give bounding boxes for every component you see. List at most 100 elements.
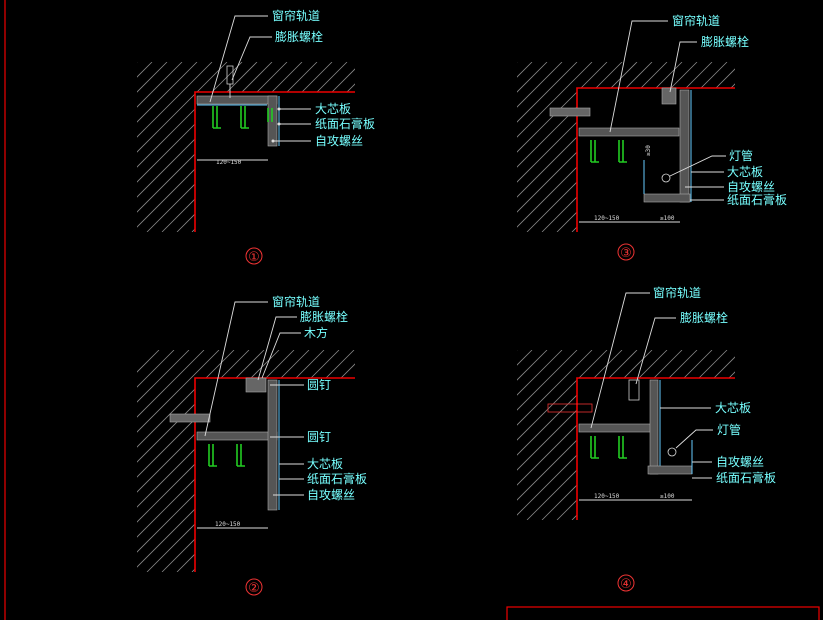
wall-block-3 (549, 107, 591, 117)
curtain-rail-1 (212, 106, 273, 129)
hatch-line (0, 62, 107, 232)
detail-number-circle-1 (245, 247, 263, 265)
expansion-bolt-4 (628, 379, 640, 401)
bottom-board-3 (643, 193, 691, 203)
label-expansion-bolt-2: 膨胀螺栓 (300, 309, 348, 324)
hatch-line (332, 350, 502, 520)
hatch-line (517, 350, 548, 520)
hatch-line (357, 62, 527, 232)
expansion-bolt-3 (661, 87, 677, 105)
label-expansion-bolt-1: 膨胀螺栓 (275, 29, 323, 44)
label-light-tube-3: 灯管 (729, 148, 753, 163)
hatch-line (311, 350, 355, 572)
hatch-line (266, 350, 355, 572)
hatch-line (137, 62, 153, 232)
hatch-line (517, 62, 563, 232)
label-gypsum-1: 纸面石膏板 (315, 116, 375, 131)
hatch-line (137, 350, 175, 572)
label-nail-2a: 圆钉 (307, 378, 331, 392)
dim-label-1: 120~150 (216, 159, 242, 166)
detail-2: 120~150 窗帘轨道 膨胀螺栓 木方 圆钉 圆钉 大芯板 纸面石膏板 自攻螺… (137, 294, 594, 596)
leader-4-0 (590, 292, 650, 429)
hatch-line (191, 350, 355, 572)
hatch-line (137, 62, 138, 232)
leader-4-3 (675, 429, 713, 449)
label-light-tube-4: 灯管 (717, 422, 741, 437)
hatch-line (517, 350, 533, 520)
leader-2-1 (257, 316, 297, 381)
hatch-line (137, 62, 213, 232)
label-expansion-bolt-4: 膨胀螺栓 (680, 310, 728, 325)
label-plywood-4: 大芯板 (715, 401, 751, 415)
leader-1-1 (231, 36, 272, 81)
detail-number-1: ① (248, 250, 260, 265)
hatch-line (137, 62, 258, 232)
hatch-line (137, 350, 190, 572)
hatch-wall-2 (137, 350, 594, 572)
hatch-line (137, 350, 160, 572)
hatch-line (137, 350, 235, 572)
light-tube-3 (661, 173, 671, 183)
hatch-line (372, 350, 594, 572)
hatch-line (137, 350, 265, 572)
wall-outline-4 (576, 377, 735, 520)
wall-outline-2 (194, 377, 355, 572)
detail-number-3: ③ (620, 246, 632, 261)
hatch-wall-1 (0, 62, 557, 232)
leader-3-1 (669, 41, 697, 93)
wood-block-2 (245, 377, 267, 393)
label-curtain-rail-4: 窗帘轨道 (653, 285, 701, 300)
leader-3-0 (609, 20, 668, 133)
hatch-line (387, 62, 557, 232)
curtain-rail-2 (208, 444, 245, 467)
curtain-rail-3 (590, 140, 627, 163)
label-curtain-rail-1: 窗帘轨道 (272, 8, 320, 23)
expansion-bolt-1 (226, 65, 234, 85)
plywood-4 (578, 423, 658, 433)
light-tube-4 (667, 447, 677, 457)
hatch-line (341, 350, 355, 572)
hatch-line (767, 350, 823, 520)
side-board-4 (649, 379, 659, 475)
label-curtain-rail-3: 窗帘轨道 (672, 13, 720, 28)
label-screw-4: 自攻螺丝 (716, 455, 764, 469)
label-gypsum-4: 纸面石膏板 (716, 470, 776, 485)
dim-label-4b: ≥100 (660, 493, 675, 500)
leader-1-0 (209, 15, 268, 103)
dim-label-3b: ≥100 (660, 215, 675, 222)
hatch-line (137, 62, 228, 232)
wall-block-4 (547, 403, 593, 413)
detail-1: 120~150 窗帘轨道 膨胀螺栓 大芯板 纸面石膏板 自攻螺丝 (0, 8, 557, 265)
detail-number-circle-3 (617, 243, 635, 261)
label-gypsum-3: 纸面石膏板 (727, 192, 787, 207)
hatch-line (176, 350, 355, 572)
hatch-line (137, 350, 250, 572)
hatch-line (517, 62, 548, 232)
hatch-line (251, 350, 355, 572)
side-board-2 (267, 379, 278, 511)
hatch-line (341, 62, 355, 232)
hatch-line (137, 62, 273, 232)
label-screw-1: 自攻螺丝 (315, 134, 363, 148)
detail-number-4: ④ (620, 577, 632, 592)
hatch-line (281, 62, 355, 232)
label-curtain-rail-2: 窗帘轨道 (272, 294, 320, 309)
leader-4-1 (635, 317, 676, 385)
curtain-rail-4 (590, 436, 627, 459)
dim-label-3a: 120~150 (594, 215, 620, 222)
label-screw-3: 自攻螺丝 (727, 180, 775, 194)
label-plywood-1: 大芯板 (315, 102, 351, 116)
hatch-line (137, 350, 280, 572)
label-wood-block-2: 木方 (304, 325, 328, 340)
hatch-line (357, 350, 579, 572)
detail-4: 120~150 ≥100 窗帘轨道 膨胀螺栓 大芯板 灯管 自攻螺丝 纸面石膏板 (332, 285, 823, 592)
hatch-line (372, 62, 542, 232)
leader-2-2 (261, 332, 301, 379)
hatch-line (517, 62, 593, 232)
hatch-line (137, 350, 340, 572)
hatch-line (517, 62, 518, 232)
label-plywood-3: 大芯板 (727, 165, 763, 179)
label-screw-2: 自攻螺丝 (307, 488, 355, 502)
hatch-line (517, 350, 518, 520)
plywood-1 (196, 95, 278, 105)
